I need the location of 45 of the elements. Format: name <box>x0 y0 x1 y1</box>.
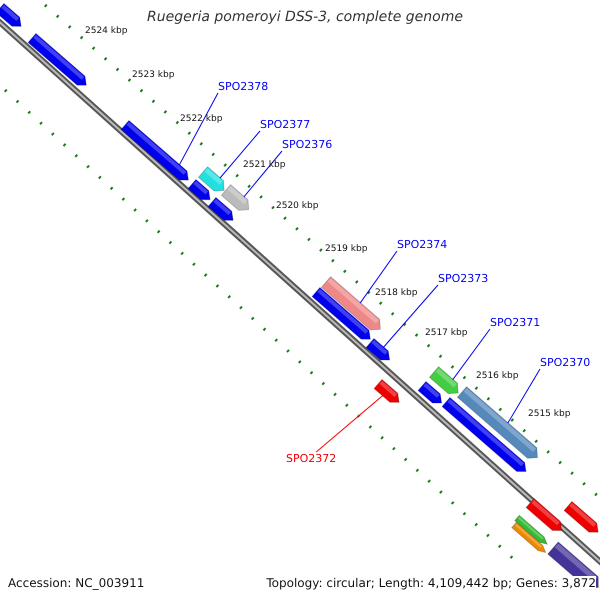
gene-block <box>208 196 234 221</box>
position-label: 2519 kbp <box>325 244 368 254</box>
gene-block <box>220 184 250 211</box>
leader-line <box>507 368 540 424</box>
genome-title: Ruegeria pomeroyi DSS-3, complete genome <box>147 9 463 25</box>
gene-block <box>514 514 548 545</box>
gene-block <box>366 338 390 360</box>
accession-note: Accession: NC_003911 <box>8 576 144 590</box>
gene-block <box>0 2 22 27</box>
position-label: 2520 kbp <box>276 201 318 211</box>
gene-label: SPO2378 <box>218 80 268 93</box>
position-label: 2515 kbp <box>528 409 570 419</box>
gene-block <box>511 522 546 554</box>
leader-line <box>178 92 218 166</box>
leader-line <box>243 150 282 198</box>
position-label: 2523 kbp <box>132 70 174 80</box>
gene-label: SPO2376 <box>282 138 332 151</box>
gene-block <box>526 498 562 531</box>
gene-block <box>188 178 211 200</box>
gene-label: SPO2370 <box>540 356 590 369</box>
gene-block <box>28 32 87 86</box>
gene-block <box>120 120 189 181</box>
gene-block <box>428 366 459 394</box>
position-label: 2521 kbp <box>243 160 286 170</box>
leader-line <box>316 395 384 452</box>
gene-label: SPO2377 <box>260 118 310 131</box>
gene-block <box>198 166 225 192</box>
leader-line <box>452 328 490 380</box>
gene-label: SPO2374 <box>397 238 448 251</box>
gene-label: SPO2373 <box>438 272 488 285</box>
gene-block <box>564 500 599 533</box>
position-label: 2518 kbp <box>375 288 418 298</box>
leader-line <box>219 130 260 179</box>
gene-block <box>312 286 371 340</box>
gene-label: SPO2371 <box>490 316 540 329</box>
gene-label: SPO2372 <box>286 452 336 465</box>
gene-block <box>374 378 400 403</box>
position-label: 2524 kbp <box>85 26 128 36</box>
gene-block <box>442 396 526 472</box>
leader-line <box>360 250 398 304</box>
position-label: 2516 kbp <box>476 371 518 381</box>
position-label: 2522 kbp <box>180 114 222 124</box>
gene-block <box>418 380 442 404</box>
leader-line <box>382 284 438 348</box>
position-label: 2517 kbp <box>425 328 468 338</box>
